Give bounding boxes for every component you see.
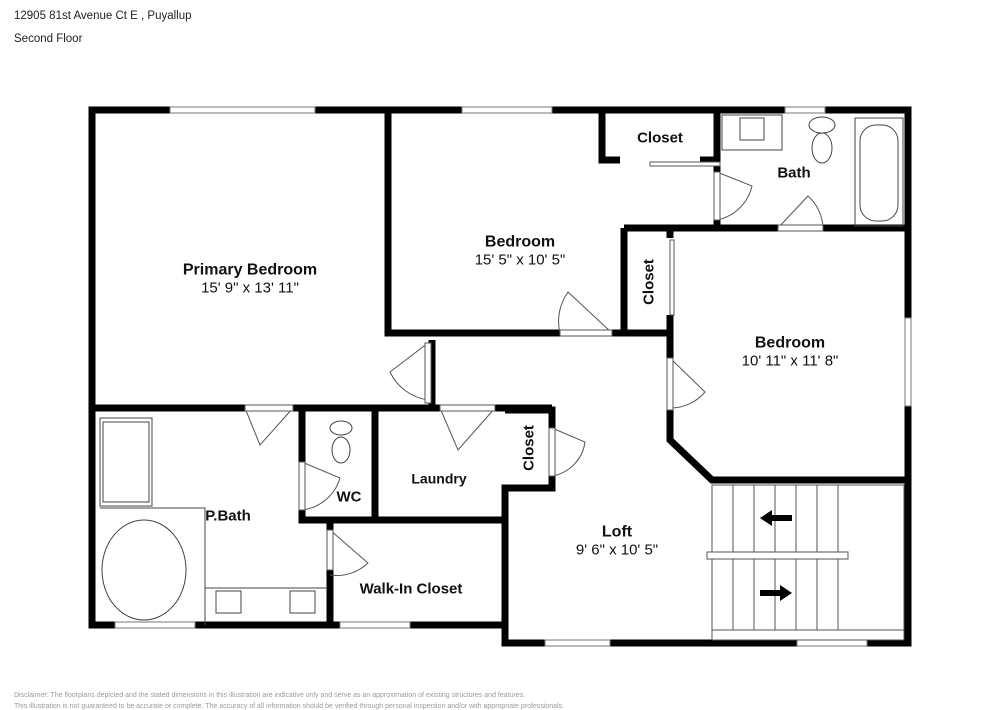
room-name: Bath	[777, 164, 811, 182]
windows	[114, 106, 912, 647]
room-name: Closet	[640, 259, 658, 305]
room-name: Loft	[601, 523, 633, 541]
room-wc: WC	[337, 488, 362, 507]
fixtures	[99, 114, 904, 625]
room-loft: Loft 9' 6" x 10' 5"	[576, 523, 658, 560]
room-name: Primary Bedroom	[182, 261, 318, 279]
room-name: Closet	[520, 425, 538, 471]
room-name: Laundry	[411, 470, 467, 487]
arrow-left-icon	[760, 510, 792, 526]
disclaimer-line-1: Disclaimer: The floorplans depicted and …	[14, 692, 526, 699]
room-name: Bedroom	[484, 233, 556, 251]
property-address: 12905 81st Avenue Ct E , Puyallup	[14, 10, 192, 22]
room-bedroom-1: Bedroom 15' 5" x 10' 5"	[475, 233, 566, 270]
room-closet-2: Closet	[640, 259, 659, 305]
arrow-right-icon	[760, 585, 792, 601]
room-dimensions: 15' 5" x 10' 5"	[474, 251, 566, 269]
staircase	[706, 484, 905, 641]
room-name: WC	[336, 488, 362, 506]
room-p-bath: P.Bath	[205, 507, 251, 526]
doors	[244, 161, 824, 576]
room-dimensions: 15' 9" x 13' 11"	[201, 279, 299, 297]
room-closet-3: Closet	[520, 425, 539, 471]
floor-label: Second Floor	[14, 33, 83, 45]
room-dimensions: 9' 6" x 10' 5"	[575, 541, 659, 559]
room-bath: Bath	[777, 164, 810, 183]
room-primary-bedroom: Primary Bedroom 15' 9" x 13' 11"	[183, 261, 317, 298]
room-name: P.Bath	[205, 507, 251, 525]
room-name: Walk-In Closet	[359, 580, 463, 598]
stair-arrows	[760, 510, 792, 601]
room-name: Closet	[637, 129, 683, 147]
walls	[88, 106, 912, 647]
room-name: Bedroom	[754, 334, 826, 352]
room-closet-1: Closet	[637, 129, 683, 148]
room-walk-in-closet: Walk-In Closet	[360, 580, 463, 599]
room-dimensions: 10' 11" x 11' 8"	[741, 352, 839, 370]
room-laundry: Laundry	[411, 470, 466, 489]
room-bedroom-2: Bedroom 10' 11" x 11' 8"	[742, 334, 839, 371]
